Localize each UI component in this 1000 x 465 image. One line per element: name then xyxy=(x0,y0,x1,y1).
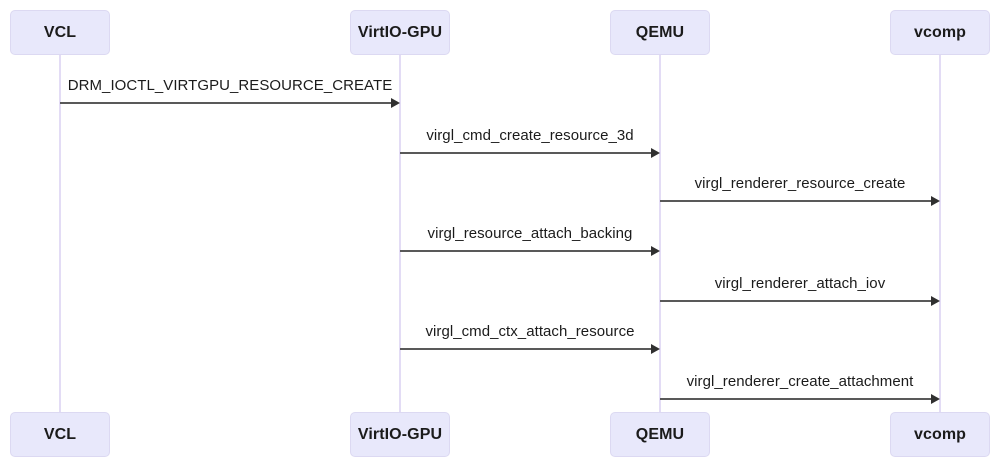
message-label: virgl_cmd_create_resource_3d xyxy=(426,127,634,144)
message-line xyxy=(660,200,933,202)
lifeline-vcl xyxy=(59,55,61,412)
participant-top-qemu[interactable]: QEMU xyxy=(610,10,710,55)
participant-top-vcl[interactable]: VCL xyxy=(10,10,110,55)
lifeline-vcomp xyxy=(939,55,941,412)
participant-label: vcomp xyxy=(913,23,967,41)
message-label: virgl_cmd_ctx_attach_resource xyxy=(425,323,635,340)
participant-top-virtio-gpu[interactable]: VirtIO-GPU xyxy=(350,10,450,55)
participant-bottom-virtio-gpu[interactable]: VirtIO-GPU xyxy=(350,412,450,457)
participant-label: QEMU xyxy=(635,23,685,41)
participant-label: VCL xyxy=(43,425,77,443)
message-label: virgl_renderer_attach_iov xyxy=(714,275,886,292)
participant-bottom-vcl[interactable]: VCL xyxy=(10,412,110,457)
message-line xyxy=(60,102,393,104)
participant-bottom-vcomp[interactable]: vcomp xyxy=(890,412,990,457)
arrow-head-icon xyxy=(931,393,940,404)
message-label: virgl_renderer_create_attachment xyxy=(686,373,914,390)
participant-label: QEMU xyxy=(635,425,685,443)
lifeline-qemu xyxy=(659,55,661,412)
participant-label: VirtIO-GPU xyxy=(357,425,443,443)
participant-label: vcomp xyxy=(913,425,967,443)
arrow-head-icon xyxy=(931,295,940,306)
arrow-head-icon xyxy=(391,97,400,108)
message-label: DRM_IOCTL_VIRTGPU_RESOURCE_CREATE xyxy=(67,77,393,94)
participant-label: VCL xyxy=(43,23,77,41)
message-line xyxy=(660,300,933,302)
participant-bottom-qemu[interactable]: QEMU xyxy=(610,412,710,457)
arrow-head-icon xyxy=(651,147,660,158)
lifeline-virtio-gpu xyxy=(399,55,401,412)
message-line xyxy=(660,398,933,400)
message-line xyxy=(400,250,653,252)
message-line xyxy=(400,348,653,350)
arrow-head-icon xyxy=(931,195,940,206)
arrow-head-icon xyxy=(651,245,660,256)
arrow-head-icon xyxy=(651,343,660,354)
message-label: virgl_renderer_resource_create xyxy=(694,175,906,192)
participant-label: VirtIO-GPU xyxy=(357,23,443,41)
message-line xyxy=(400,152,653,154)
participant-top-vcomp[interactable]: vcomp xyxy=(890,10,990,55)
message-label: virgl_resource_attach_backing xyxy=(427,225,633,242)
